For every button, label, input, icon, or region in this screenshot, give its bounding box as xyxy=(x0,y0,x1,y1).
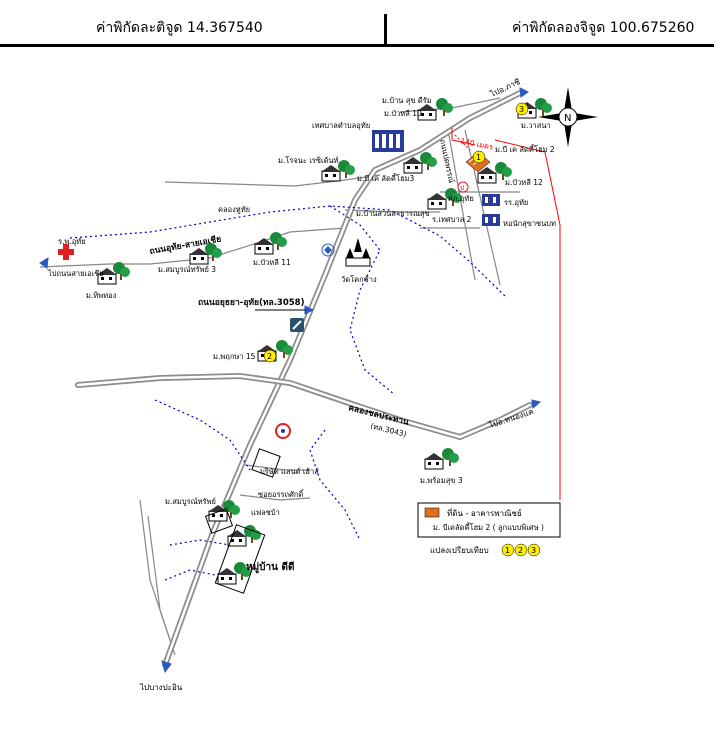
label-flash: แฟลชบ้า xyxy=(251,508,280,517)
arrow-sai-asia-icon xyxy=(39,257,49,269)
label-road-ayutthaya: ถนนอยุธยา-อุทัย(ทล.3058) xyxy=(198,297,305,308)
compare-marker-1-label: 1 xyxy=(476,153,481,162)
municipality-building-icon xyxy=(372,130,404,152)
label-hospital: ร.พ.อุทัย xyxy=(58,237,86,246)
header-divider xyxy=(384,14,387,46)
label-buali-12: ม.บัวหลี 12 xyxy=(505,178,543,187)
school-icon xyxy=(482,194,500,206)
compare-marker-2 xyxy=(263,349,277,363)
main-roads xyxy=(75,90,533,668)
arrow-phachi-icon xyxy=(519,87,529,98)
svg-text:1: 1 xyxy=(505,546,510,555)
compare-marker-3 xyxy=(515,102,529,116)
label-factory: บริษัท แลนด์ เฮ้าส์ xyxy=(260,467,319,476)
legend-compare-1 xyxy=(501,543,515,557)
village-outlines xyxy=(204,448,281,594)
emblem-icon xyxy=(321,243,335,257)
legend-compare-3 xyxy=(527,543,541,557)
compare-marker-1 xyxy=(472,150,486,164)
label-sombun-3: ม.สมบูรณ์ทรัพย์ 3 xyxy=(158,265,216,274)
legend-property-swatch xyxy=(424,507,440,518)
hospital-cross-icon xyxy=(58,244,74,260)
header-rule xyxy=(0,44,714,47)
direction-arrows xyxy=(39,87,542,674)
label-soi-sakdi: ซอยอรรถศักดิ์ xyxy=(258,489,305,499)
label-thesaban-2: ร.เทศบาล 2 xyxy=(432,215,472,224)
label-to-sai-asia: ไปถนนสายเอเชีย xyxy=(47,269,104,278)
label-thip-thong: ม.ทิพทอง xyxy=(86,291,117,300)
compare-marker-2-label: 2 xyxy=(267,352,272,361)
label-buali-10: ม.บัวหลี 10 xyxy=(384,109,422,118)
label-wat-khok-chang: วัดโคกช้าง xyxy=(341,275,377,284)
arrow-bangpain-icon xyxy=(161,660,172,674)
label-municipality: เทศบาลตำบลอุทัย xyxy=(312,121,370,130)
label-post-office: สภ.อุทัย xyxy=(448,194,474,203)
label-distance: 140 เมตร xyxy=(460,136,494,152)
label-to-bang-pa-in: ไปบางปะอิน xyxy=(139,683,183,692)
label-ban-suan: ม.บ้านสวนสาธารณสุข xyxy=(356,209,430,218)
label-ladcre-top: ม.บ้าน สุข ดีรัม xyxy=(382,96,432,105)
label-jaruwan: ม.โรจนะ เรซิเด้นท์ xyxy=(278,156,339,165)
svg-text:3: 3 xyxy=(531,546,536,555)
coordinate-header: ค่าพิกัดละติจูด 14.367540 ค่าพิกัดลองจิจ… xyxy=(0,0,714,47)
label-canal-uthai: คลองหูทัย xyxy=(218,205,250,214)
label-phrom-suk-3: ม.พร้อมสุข 3 xyxy=(420,476,463,485)
label-sor-uthai: รร.อุทัย xyxy=(504,198,528,207)
label-to-nong-khae: ไปอ.หนองแค xyxy=(487,407,535,430)
label-buali-11: ม.บัวหลี 11 xyxy=(253,258,291,267)
svg-text:2: 2 xyxy=(518,546,523,555)
legend-property-label: ที่ดิน - อาคารพาณิชย์ xyxy=(447,507,522,518)
canals xyxy=(69,205,506,581)
landmark-circle-icon xyxy=(275,423,291,439)
legend-compare-label: แปลงเปรียบเทียบ xyxy=(430,546,489,555)
health-center-icon xyxy=(482,214,500,226)
legend-compare-2 xyxy=(514,543,528,557)
label-phrueksa: ม.พฤกษา 15 xyxy=(213,352,256,361)
legend-property-sub: ม. บีเคลัดคี้โฮม 2 ( ลูกแบบพิเศษ ) xyxy=(433,522,544,532)
label-sombun-2: ม.สมบูรณ์ทรัพย์ xyxy=(165,497,216,506)
label-health-center: หอนักสุขาชนบท xyxy=(503,219,556,228)
label-ladcre-3: ม.บี เค ลัดคี้โฮม3 xyxy=(357,173,414,183)
north-arrow-icon: N xyxy=(538,87,598,147)
temple-icon xyxy=(345,238,371,267)
legend: ที่ดิน - อาคารพาณิชย์ ม. บีเคลัดคี้โฮม 2… xyxy=(417,502,561,557)
label-village-didi: หมู่บ้าน ดีดี xyxy=(246,561,294,574)
gas-station-icon xyxy=(290,318,304,332)
latitude-label: ค่าพิกัดละติจูด 14.367540 xyxy=(96,20,263,36)
route-line xyxy=(451,128,561,500)
label-ladcre-2: ม.บี เค ลัดคี้โฮม 2 xyxy=(495,144,555,154)
police-icon: ป xyxy=(457,181,469,193)
svg-text:ป: ป xyxy=(460,184,465,192)
label-sawana: ม.วาสนา xyxy=(521,121,551,130)
svg-text:N: N xyxy=(564,113,571,124)
compare-marker-3-label: 3 xyxy=(519,105,524,114)
longitude-label: ค่าพิกัดลองจิจูด 100.675260 xyxy=(512,20,695,36)
arrow-nongkhae-icon xyxy=(531,399,542,409)
